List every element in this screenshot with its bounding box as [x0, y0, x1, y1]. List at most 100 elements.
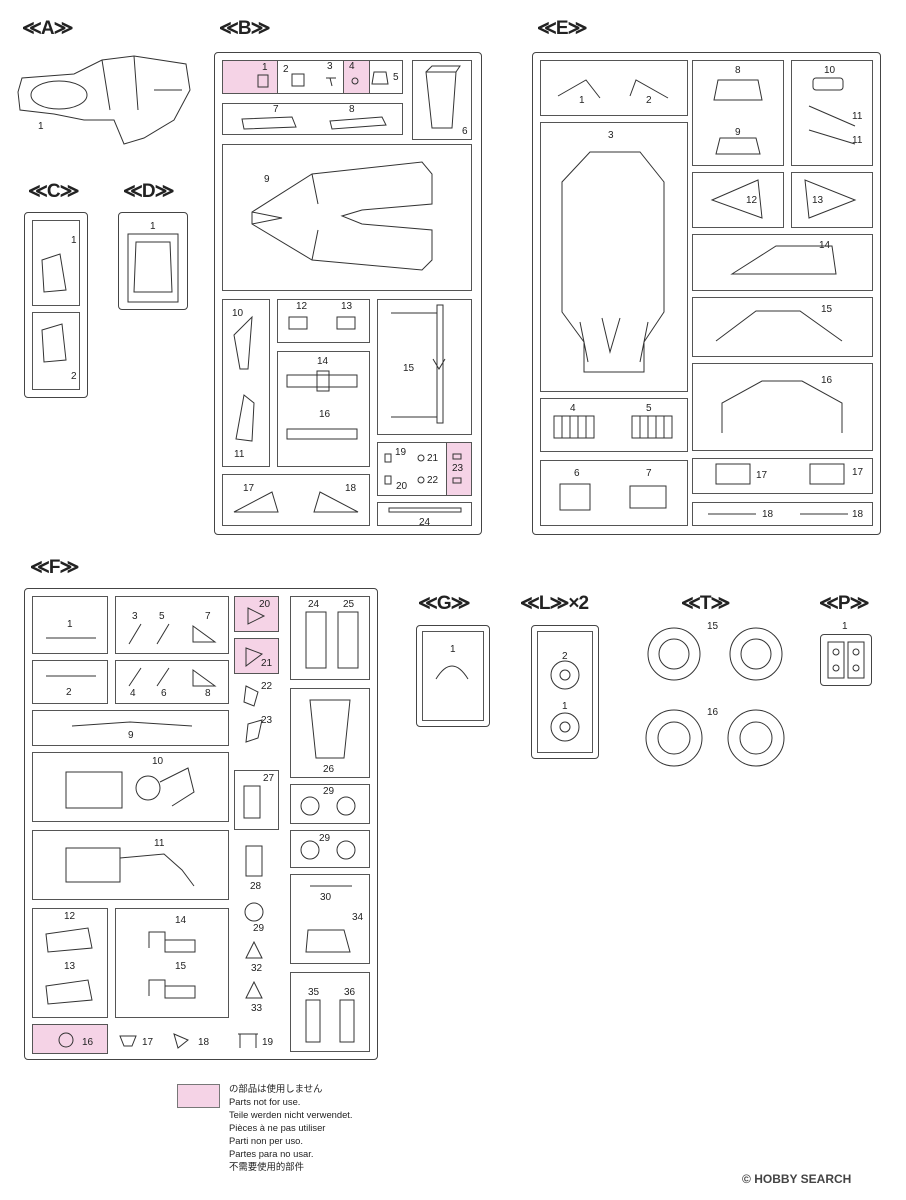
part-b10-number: 10: [232, 308, 244, 319]
part-e6-7-icons: [559, 483, 667, 511]
part-e16-number: 16: [821, 375, 833, 386]
part-f6-number: 6: [161, 688, 167, 699]
part-b1-5-frame: [222, 60, 403, 94]
part-f22-number: 22: [261, 681, 273, 692]
part-e13-number: 13: [812, 195, 824, 206]
part-g1-number: 1: [450, 644, 456, 655]
part-f32-number: 32: [251, 963, 263, 974]
part-e9-number: 9: [735, 127, 741, 138]
part-e3-number: 3: [608, 130, 614, 141]
section-d-label: ≪D≫: [123, 181, 175, 202]
part-d1-number: 1: [150, 221, 156, 232]
section-f-label: ≪F≫: [30, 557, 79, 578]
part-f27-box: [234, 770, 279, 830]
part-f28-number: 28: [250, 881, 262, 892]
part-p1-icon: [827, 641, 865, 679]
part-e18-rods-icon: [708, 513, 848, 515]
part-e10-11-icons: [808, 77, 856, 145]
part-e17a-number: 17: [756, 470, 768, 481]
part-b7-8-icons: [241, 116, 387, 130]
part-e14-arm-icon: [730, 245, 837, 275]
part-b4-box: [343, 60, 370, 94]
part-b19-23-icons: [384, 453, 462, 485]
part-b12-number: 12: [296, 301, 308, 312]
part-f12-number: 12: [64, 911, 76, 922]
part-f12-13-exhaust-icon: [45, 927, 93, 1005]
legend-line-zh: 不需要使用的部件: [229, 1161, 305, 1172]
part-e8-9-box: [692, 60, 784, 166]
part-c-windows-icons: [41, 253, 67, 363]
legend-line-fr: Pièces à ne pas utiliser: [229, 1122, 326, 1133]
part-f16-box: [32, 1024, 108, 1054]
part-f16-19-icons: [58, 1032, 258, 1049]
part-f9-rod-icon: [71, 721, 193, 727]
part-e14-box: [692, 234, 873, 291]
part-b14-number: 14: [317, 356, 329, 367]
section-c-label: ≪C≫: [28, 181, 80, 202]
part-f2-number: 2: [66, 687, 72, 698]
part-f9-number: 9: [128, 730, 134, 741]
part-f11-box: [32, 830, 229, 900]
part-b2-number: 2: [283, 64, 289, 75]
part-e4-5-radiator-icons: [553, 415, 673, 439]
part-b6-icon: [425, 65, 461, 129]
part-e13-arm-icon: [804, 179, 857, 219]
part-f29a-box: [290, 784, 370, 824]
part-b17-18-icons: [233, 491, 359, 513]
part-e2-number: 2: [646, 95, 652, 106]
part-f9-box: [32, 710, 229, 746]
part-f29-discs-icon: [300, 796, 356, 860]
part-f2-box: [32, 660, 108, 704]
part-f11-number: 11: [154, 838, 165, 849]
part-f29b-box: [290, 830, 370, 868]
legend-text: の部品は使用しません Parts not for use. Teile werd…: [229, 1082, 353, 1173]
part-p1-number: 1: [842, 621, 848, 632]
part-c1-number: 1: [71, 235, 77, 246]
part-f31-34-icons: [305, 885, 352, 953]
part-f30-number: 29: [253, 923, 265, 934]
part-t16-number: 16: [707, 707, 719, 718]
part-f29a-number: 29: [323, 786, 335, 797]
part-e15-box: [692, 297, 873, 357]
part-l-wheels-icon: [550, 660, 580, 742]
part-e8-9-icons: [713, 79, 763, 155]
part-f1-box: [32, 596, 108, 654]
part-e8-number: 8: [735, 65, 741, 76]
part-f16-number: 16: [82, 1037, 94, 1048]
part-f27-number: 27: [263, 773, 275, 784]
part-b1-number: 1: [262, 62, 268, 73]
part-f10-number: 10: [152, 756, 164, 767]
part-f35-number: 35: [308, 987, 320, 998]
runner-p: [820, 634, 872, 686]
part-f26-box: [290, 688, 370, 778]
part-e18b-number: 18: [852, 509, 864, 520]
part-b9-cowl-icon: [251, 161, 433, 271]
part-e6-number: 6: [574, 468, 580, 479]
part-b16-number: 16: [319, 409, 331, 420]
part-f35-36-box: [290, 972, 370, 1052]
part-e12-arm-icon: [710, 179, 763, 219]
part-c2-number: 2: [71, 371, 77, 382]
part-f26-number: 26: [323, 764, 335, 775]
section-p-label: ≪P≫: [819, 593, 869, 614]
part-e6-7-box: [540, 460, 688, 526]
part-f26-undertray-icon: [309, 699, 351, 759]
part-e16-arm-icon: [721, 380, 843, 433]
part-e1-number: 1: [579, 95, 585, 106]
part-b20-number: 20: [396, 481, 408, 492]
part-c1-box: [32, 220, 80, 306]
part-f15-number: 15: [175, 961, 187, 972]
part-f33-number: 33: [251, 1003, 263, 1014]
part-l2-number: 2: [562, 651, 568, 662]
section-g-label: ≪G≫: [418, 593, 471, 614]
part-b9-number: 9: [264, 174, 270, 185]
part-b15-box: [377, 299, 472, 435]
part-f20-box: [234, 596, 279, 632]
section-b-label: ≪B≫: [219, 18, 271, 39]
part-b6-number: 6: [462, 126, 468, 137]
part-g1-hoop-icon: [435, 665, 469, 680]
part-e7-number: 7: [646, 468, 652, 479]
part-f14-15-box: [115, 908, 229, 1018]
part-a1-body-icon: [17, 55, 191, 145]
part-l1-number: 1: [562, 701, 568, 712]
